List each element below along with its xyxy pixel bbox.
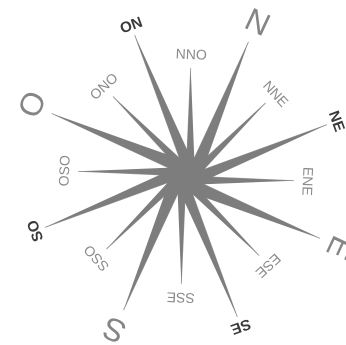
cardinal-label: N: [240, 1, 276, 43]
minor-label: ESE: [253, 251, 284, 282]
minor-label: NNO: [175, 45, 207, 62]
intercardinal-label: NE: [325, 109, 346, 134]
minor-label: SSE: [166, 289, 195, 306]
intercardinal-label: SO: [24, 217, 48, 243]
minor-label: NNE: [260, 77, 292, 110]
cardinal-label: E: [319, 231, 346, 266]
minor-label: OSO: [55, 155, 72, 187]
minor-label: ENE: [299, 167, 316, 196]
intercardinal-label: SE: [228, 315, 253, 338]
cardinal-label: O: [10, 85, 53, 123]
minor-label: ONO: [86, 69, 120, 102]
cardinal-label: S: [97, 309, 132, 345]
rose-points: [45, 35, 327, 317]
minor-label: SSO: [80, 242, 112, 275]
intercardinal-label: ON: [118, 14, 145, 38]
